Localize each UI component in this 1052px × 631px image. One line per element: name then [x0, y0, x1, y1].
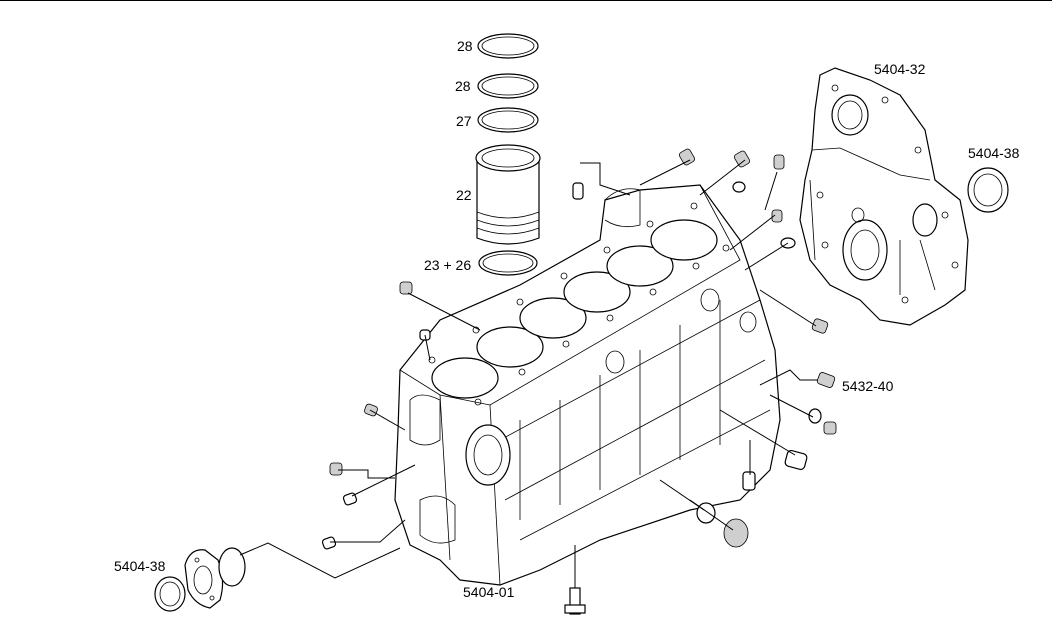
callout-block-kit: 5404-01 — [463, 584, 515, 600]
callout-rear-seal: 5404-38 — [114, 558, 166, 574]
callout-front-seal: 5404-38 — [968, 145, 1020, 161]
frame-top-border — [0, 0, 1052, 1]
callout-plug-kit: 5432-40 — [842, 378, 894, 394]
piston-ring-top-1[interactable] — [477, 33, 539, 59]
liner-seal-ring[interactable] — [477, 107, 539, 133]
callout-ring-seal: 27 — [456, 113, 472, 129]
callout-liner-rings: 23 + 26 — [424, 257, 471, 273]
rear-oring[interactable] — [218, 547, 246, 587]
engine-block[interactable] — [394, 184, 781, 586]
callout-ring-top-2: 28 — [455, 78, 471, 94]
cylinder-liner[interactable] — [475, 144, 541, 245]
rear-seal-retainer[interactable] — [184, 549, 224, 609]
leader-lines — [239, 159, 818, 588]
callout-liner: 22 — [456, 187, 472, 203]
rear-crank-seal[interactable] — [154, 576, 186, 612]
callout-ring-top-1: 28 — [457, 38, 473, 54]
front-crank-seal[interactable] — [967, 167, 1009, 213]
callout-front-cover: 5404-32 — [874, 61, 926, 77]
piston-ring-top-2[interactable] — [477, 73, 539, 99]
front-timing-cover[interactable] — [799, 67, 969, 326]
liner-lower-ring[interactable] — [478, 250, 538, 276]
